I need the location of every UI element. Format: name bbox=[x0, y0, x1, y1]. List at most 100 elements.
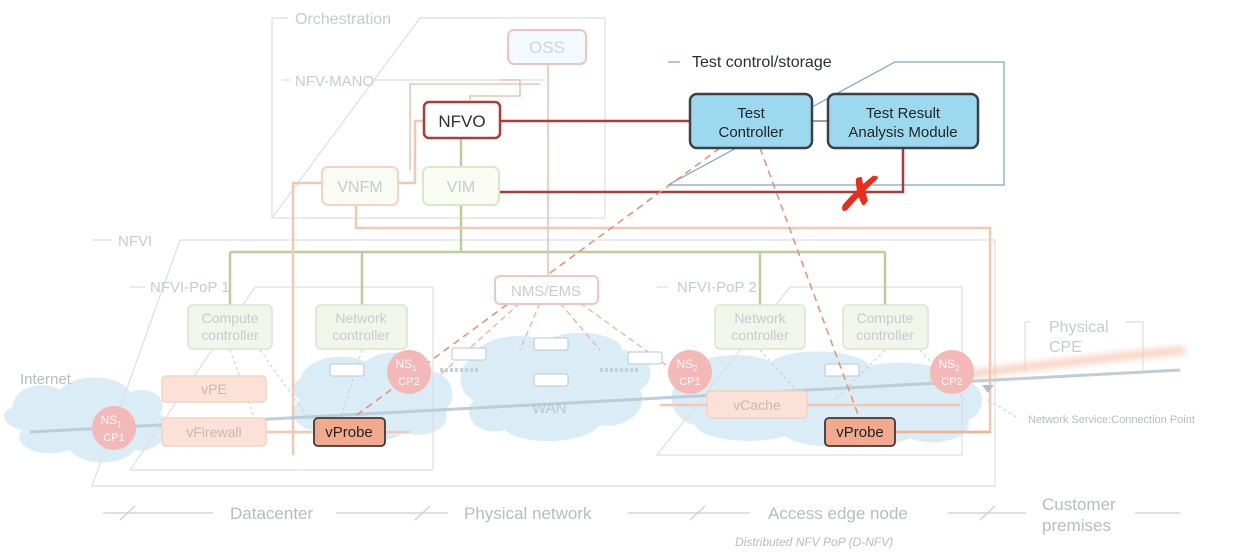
ns2-cp2-ns: NS bbox=[938, 357, 955, 371]
test-controller-node[interactable]: Test Controller bbox=[688, 92, 814, 150]
cp-legend: Network Service:Connection Point bbox=[982, 385, 1195, 426]
switch-icon bbox=[627, 351, 663, 365]
footer-distributed: Distributed NFV PoP (D-NFV) bbox=[735, 535, 893, 549]
nms-ems-label: NMS/EMS bbox=[511, 283, 581, 300]
active-links bbox=[499, 119, 905, 194]
nfvi-pop2-label: NFVI-PoP 2 bbox=[677, 279, 757, 296]
network-controller-2-label-1: Network bbox=[734, 310, 786, 326]
test-result-node[interactable]: Test Result Analysis Module bbox=[826, 92, 980, 150]
svg-text:NS1: NS1 bbox=[100, 413, 122, 429]
ns1-cp1-ns: NS bbox=[100, 413, 117, 427]
vim-test-result-link bbox=[499, 148, 905, 194]
vim-node[interactable]: VIM bbox=[422, 166, 500, 206]
compute-controller-1-label-1: Compute bbox=[202, 310, 259, 326]
network-controller-1-label-2: controller bbox=[332, 327, 390, 343]
nfvi-pop1-label: NFVI-PoP 1 bbox=[150, 279, 230, 296]
faded-dashed-links bbox=[439, 302, 681, 376]
internet-label: Internet bbox=[20, 371, 72, 388]
internet-cloud bbox=[3, 377, 168, 463]
switch-icon bbox=[824, 363, 860, 377]
test-result-label-1: Test Result bbox=[866, 105, 941, 122]
test-control-label: Test control/storage bbox=[692, 54, 832, 71]
test-controller-label-1: Test bbox=[737, 105, 765, 122]
vprobe-2-label: vProbe bbox=[836, 424, 884, 441]
controller-vprobe2-link bbox=[759, 147, 861, 421]
test-result-label-2: Analysis Module bbox=[848, 124, 957, 141]
nms-ems-node[interactable]: NMS/EMS bbox=[494, 275, 599, 305]
test-controller-label-2: Controller bbox=[718, 124, 783, 141]
ns2-cp2-sub: 2 bbox=[955, 364, 960, 373]
network-controller-1-node[interactable]: Network controller bbox=[315, 304, 408, 350]
wan-cloud bbox=[460, 332, 651, 442]
compute-controller-1-node[interactable]: Compute controller bbox=[187, 304, 273, 350]
ns1-cp2-ns: NS bbox=[395, 357, 412, 371]
physical-cpe-label-1: Physical bbox=[1049, 319, 1109, 336]
vcache-label: vCache bbox=[733, 397, 781, 413]
failure-x-icon: ✗ bbox=[837, 168, 879, 220]
oss-node[interactable]: OSS bbox=[507, 29, 587, 65]
nfvo-label: NFVO bbox=[438, 112, 485, 131]
orchestration-frame bbox=[270, 17, 606, 219]
vfirewall-node[interactable]: vFirewall bbox=[161, 417, 267, 447]
pop1-frame bbox=[128, 286, 434, 471]
faded-green-links bbox=[228, 137, 887, 305]
pop2-frame bbox=[655, 286, 963, 456]
footer-line bbox=[103, 505, 1180, 521]
vprobe-1-node[interactable]: vProbe bbox=[313, 417, 386, 447]
footer-physical-network: Physical network bbox=[464, 504, 592, 523]
compute-controller-1-label-2: controller bbox=[201, 327, 259, 343]
svg-text:NS1: NS1 bbox=[395, 357, 417, 373]
switch-icon bbox=[451, 347, 487, 361]
vcache-node[interactable]: vCache bbox=[706, 390, 808, 419]
network-controller-2-node[interactable]: Network controller bbox=[714, 304, 806, 350]
ns1-cp2-cp: CP2 bbox=[398, 376, 419, 388]
network-controller-1-label-1: Network bbox=[335, 310, 387, 326]
ns2-cp1-cp: CP1 bbox=[679, 376, 700, 388]
vfirewall-label: vFirewall bbox=[186, 424, 241, 440]
network-controller-2-label-2: controller bbox=[731, 327, 789, 343]
orchestration-label: Orchestration bbox=[295, 11, 391, 28]
vpe-node[interactable]: vPE bbox=[161, 375, 267, 403]
pop2-cloud bbox=[671, 351, 982, 448]
nfvo-node[interactable]: NFVO bbox=[422, 100, 502, 140]
oss-label: OSS bbox=[529, 38, 565, 57]
ns2-cp1-ns: NS bbox=[676, 357, 693, 371]
switch-icon bbox=[533, 337, 569, 351]
nfv-mano-label: NFV-MANO bbox=[295, 73, 374, 90]
ns2-cp1-point[interactable]: NS2 CP1 bbox=[668, 350, 712, 394]
ns1-cp2-point[interactable]: NS1 CP2 bbox=[387, 350, 431, 394]
svg-text:NS2: NS2 bbox=[938, 357, 960, 373]
compute-controller-2-label-2: controller bbox=[856, 327, 914, 343]
footer-customer-premises-2: premises bbox=[1042, 516, 1111, 535]
footer-access-edge-node: Access edge node bbox=[768, 504, 908, 523]
faded-oss-links bbox=[409, 62, 549, 290]
footer-datacenter: Datacenter bbox=[230, 504, 313, 523]
switch-icons bbox=[329, 337, 860, 387]
switch-icon bbox=[533, 373, 569, 387]
footer-customer-premises-1: Customer bbox=[1042, 495, 1116, 514]
switch-icon bbox=[329, 363, 365, 377]
vnfm-node[interactable]: VNFM bbox=[321, 166, 399, 206]
ns2-cp1-sub: 2 bbox=[693, 364, 698, 373]
compute-controller-2-label-1: Compute bbox=[857, 310, 914, 326]
vprobe-2-node[interactable]: vProbe bbox=[824, 417, 896, 447]
vprobe-1-label: vProbe bbox=[325, 424, 373, 441]
wan-label: WAN bbox=[532, 400, 566, 417]
group-frames bbox=[91, 17, 1144, 487]
nfvi-frame bbox=[91, 239, 996, 487]
ns1-cp2-sub: 1 bbox=[412, 364, 417, 373]
ns1-cp1-point[interactable]: NS1 CP1 bbox=[92, 406, 136, 450]
nfvi-label: NFVI bbox=[118, 233, 152, 250]
cp-legend-label: Network Service:Connection Point bbox=[1028, 414, 1195, 426]
compute-controller-2-node[interactable]: Compute controller bbox=[842, 304, 929, 350]
physical-cpe-label-2: CPE bbox=[1049, 339, 1082, 356]
vnfm-label: VNFM bbox=[337, 179, 382, 196]
ns2-cp2-point[interactable]: NS2 CP2 bbox=[930, 350, 974, 394]
ns1-cp1-cp: CP1 bbox=[103, 432, 124, 444]
ns1-cp1-sub: 1 bbox=[117, 420, 122, 429]
vpe-label: vPE bbox=[201, 381, 227, 397]
ns2-cp2-cp: CP2 bbox=[941, 376, 962, 388]
svg-text:NS2: NS2 bbox=[676, 357, 698, 373]
